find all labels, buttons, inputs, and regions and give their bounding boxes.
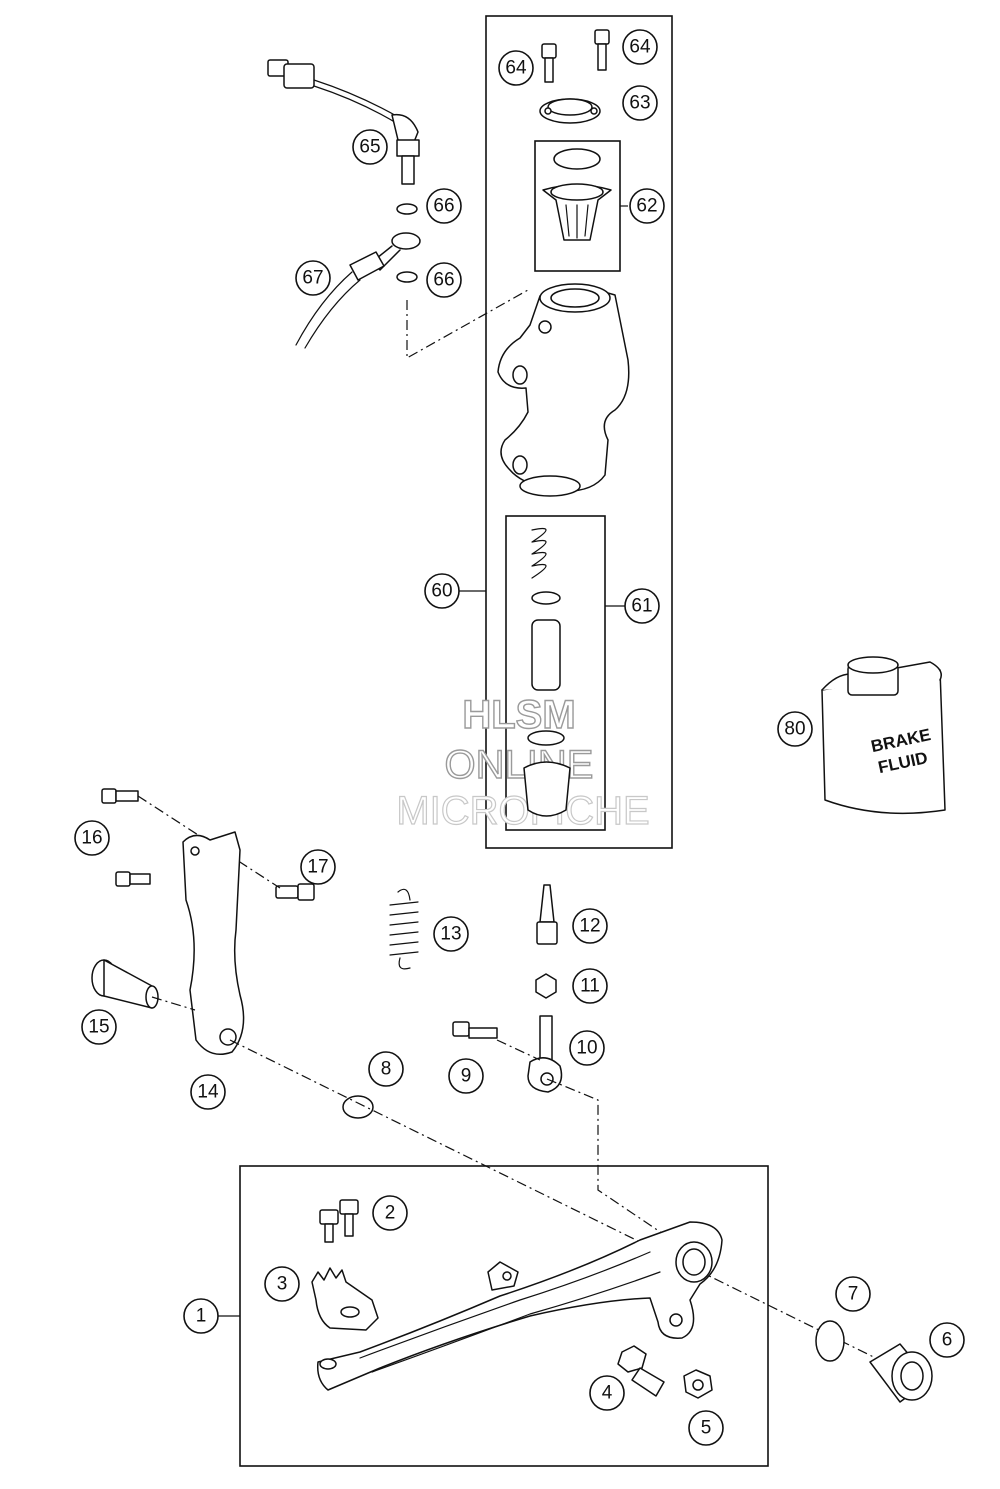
callout-7-label: 7	[848, 1284, 859, 1305]
callout-6: 6	[929, 1322, 965, 1358]
callout-12: 12	[572, 908, 608, 944]
nut-11	[535, 973, 557, 999]
callout-3: 3	[264, 1266, 300, 1302]
callout-17: 17	[300, 849, 336, 885]
callout-1: 1	[183, 1298, 219, 1334]
callout-4-label: 4	[602, 1383, 613, 1404]
callout-2-label: 2	[385, 1203, 396, 1224]
bolts-2	[319, 1199, 359, 1243]
callout-11: 11	[572, 968, 608, 1004]
callout-16: 16	[74, 820, 110, 856]
callout-12-label: 12	[579, 916, 600, 937]
brake-fluid-bottle-80: BRAKE FLUID	[821, 656, 946, 815]
bolt-16-upper	[101, 788, 139, 804]
callout-9: 9	[448, 1058, 484, 1094]
dash-line-clevis	[496, 1039, 541, 1061]
callout-14: 14	[190, 1074, 226, 1110]
callout-5: 5	[688, 1410, 724, 1446]
dash-line-pivot	[229, 1039, 901, 1371]
callout-64-left-label: 64	[505, 58, 527, 79]
callout-65-label: 65	[359, 137, 380, 158]
callout-4: 4	[589, 1375, 625, 1411]
dash-line-pushrod	[546, 1078, 691, 1253]
callout-11-label: 11	[580, 976, 600, 997]
piston-kit-frame	[505, 515, 606, 831]
callout-6-label: 6	[942, 1330, 953, 1351]
callout-80: 80	[777, 711, 813, 747]
bolt-4	[617, 1345, 665, 1397]
watermark-line-3: MICROFICHE	[396, 789, 649, 833]
callout-8: 8	[368, 1051, 404, 1087]
callout-60: 60	[424, 573, 460, 609]
callout-5-label: 5	[701, 1418, 712, 1439]
callout-15-label: 15	[88, 1017, 109, 1038]
reservoir-cap-63	[539, 98, 601, 124]
callout-8-label: 8	[381, 1059, 392, 1080]
callout-2: 2	[372, 1195, 408, 1231]
watermark-line-1: HLSM	[462, 693, 575, 737]
watermark-line-2: ONLINE	[445, 743, 594, 787]
screw-64-left	[541, 43, 557, 83]
callout-16-label: 16	[81, 828, 102, 849]
callout-3-label: 3	[277, 1274, 288, 1295]
bolt-9	[452, 1021, 498, 1039]
brake-light-switch-65	[267, 59, 420, 185]
callout-14-label: 14	[197, 1082, 219, 1103]
brake-hose-67	[295, 232, 421, 349]
callout-61-label: 61	[631, 596, 652, 617]
pedal-bracket-14	[182, 831, 245, 1055]
master-cylinder-assembly-frame	[485, 15, 673, 849]
reservoir-62	[542, 148, 612, 241]
bushing-15	[91, 959, 159, 1009]
pivot-bushing-6	[869, 1343, 933, 1403]
return-spring-13	[389, 888, 419, 970]
callout-10-label: 10	[576, 1038, 597, 1059]
brake-pedal-1	[316, 1221, 723, 1391]
o-ring-8	[342, 1095, 374, 1119]
step-plate-3	[311, 1267, 379, 1331]
dash-line-bushing	[151, 996, 196, 1011]
callout-9-label: 9	[461, 1066, 472, 1087]
callout-66-lower: 66	[426, 262, 462, 298]
callout-17-label: 17	[307, 857, 328, 878]
o-ring-7	[815, 1320, 845, 1362]
callout-1-label: 1	[196, 1306, 207, 1327]
callout-63-label: 63	[629, 93, 650, 114]
bolt-16-lower	[115, 871, 151, 887]
callout-64-right: 64	[622, 29, 658, 65]
callout-66-lower-label: 66	[433, 270, 454, 291]
callout-67: 67	[295, 260, 331, 296]
clevis-10	[527, 1015, 563, 1093]
callout-10: 10	[569, 1030, 605, 1066]
callout-64-right-label: 64	[629, 37, 651, 58]
callout-7: 7	[835, 1276, 871, 1312]
callout-13-label: 13	[440, 924, 461, 945]
callout-67-label: 67	[302, 268, 323, 289]
callout-13: 13	[433, 916, 469, 952]
callout-80-label: 80	[784, 719, 805, 740]
screw-64-right	[594, 29, 610, 71]
pushrod-12	[536, 884, 558, 945]
callout-66-upper: 66	[426, 188, 462, 224]
callout-60-label: 60	[431, 581, 452, 602]
washer-66-lower	[396, 271, 418, 283]
callout-63: 63	[622, 85, 658, 121]
callout-65: 65	[352, 129, 388, 165]
callout-62: 62	[629, 188, 665, 224]
callout-62-label: 62	[636, 196, 657, 217]
bolt-17	[275, 883, 315, 901]
callout-61: 61	[624, 588, 660, 624]
callout-66-upper-label: 66	[433, 196, 454, 217]
piston-kit-61	[523, 527, 571, 817]
callout-64-left: 64	[498, 50, 534, 86]
master-cylinder-body	[497, 283, 630, 497]
washer-66-upper	[396, 203, 418, 215]
callout-15: 15	[81, 1009, 117, 1045]
nut-5	[683, 1369, 713, 1399]
